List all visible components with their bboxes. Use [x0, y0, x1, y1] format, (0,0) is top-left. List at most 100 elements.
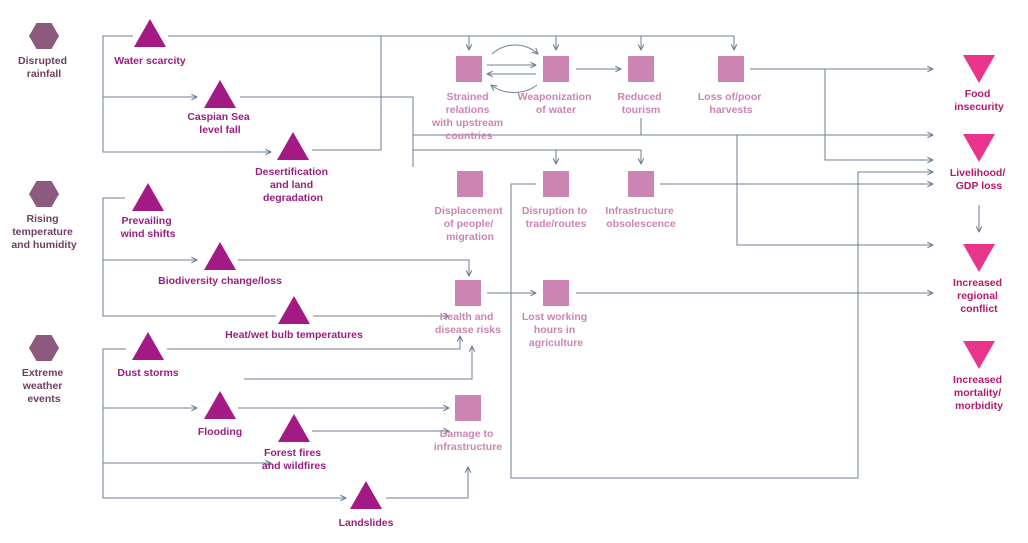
hazard-label-line: and land — [270, 179, 313, 191]
hazard-label-line: Biodiversity change/loss — [158, 275, 282, 287]
hazard-label-line: Flooding — [198, 426, 242, 438]
impact-harvest-loss: Loss of/poor harvests — [698, 56, 761, 116]
hexagon-icon — [29, 181, 59, 207]
square-icon — [543, 171, 569, 197]
driver-label-line: temperature — [12, 226, 73, 238]
triangle-up-icon — [132, 183, 164, 211]
impact-label-line: Weaponization — [518, 91, 592, 103]
hazard-desertification: Desertification and land degradation — [255, 132, 328, 204]
impact-label-line: Disruption to — [522, 205, 587, 217]
impact-chains: Strained relations with upstream countri… — [431, 56, 761, 453]
impact-label: Damage to infrastructure — [434, 428, 502, 453]
impact-label-line: Strained — [447, 91, 489, 103]
impact-label-line: with upstream — [431, 117, 503, 129]
hazard-label-line: Landslides — [339, 517, 394, 529]
impact-label-line: relations — [446, 104, 490, 116]
hazard-label: Caspian Sea level fall — [187, 111, 252, 136]
driver-label: Rising temperature and humidity — [11, 213, 76, 251]
impact-label-line: countries — [445, 130, 492, 142]
connector-line — [168, 35, 734, 50]
connector-line — [386, 467, 468, 499]
driver-label-line: and humidity — [11, 239, 76, 251]
impact-label: Weaponization of water — [518, 91, 595, 116]
impact-label: Lost working hours in agriculture — [522, 311, 590, 349]
outcome-livelihood-gdp: Livelihood/ GDP loss — [950, 134, 1006, 192]
impact-label-line: agriculture — [529, 337, 583, 349]
connector-line — [491, 44, 538, 54]
connector-line — [102, 197, 276, 317]
outcome-label-line: conflict — [960, 303, 998, 315]
impact-label-line: obsolescence — [606, 218, 676, 230]
impact-label-line: of water — [536, 104, 576, 116]
impact-label-line: Damage to — [440, 428, 494, 440]
triangle-up-icon — [350, 481, 382, 509]
hazard-water-scarcity: Water scarcity — [114, 19, 186, 67]
outcome-regional-conflict: Increased regional conflict — [953, 244, 1002, 315]
connector-line — [491, 85, 538, 93]
impact-label-line: hours in — [534, 324, 575, 336]
driver-label-line: rainfall — [27, 68, 62, 80]
outcome-label-line: morbidity — [955, 400, 1003, 412]
square-icon — [543, 280, 569, 306]
triangle-up-icon — [134, 19, 166, 47]
impact-displacement: Displacement of people/ migration — [434, 171, 505, 243]
hazard-label: Dust storms — [117, 367, 178, 379]
square-icon — [457, 171, 483, 197]
triangle-down-icon — [963, 55, 995, 83]
impact-label-line: tourism — [622, 104, 661, 116]
impact-label: Reduced tourism — [617, 91, 664, 116]
square-icon — [455, 395, 481, 421]
impact-strained-relations: Strained relations with upstream countri… — [431, 56, 503, 142]
outcome-food-insecurity: Food insecurity — [954, 55, 1004, 113]
connector-line — [510, 172, 933, 479]
square-icon — [456, 56, 482, 82]
triangle-down-icon — [963, 134, 995, 162]
impact-infrastructure-obsolescence: Infrastructure obsolescence — [605, 171, 676, 230]
connector-line — [824, 69, 933, 160]
impact-label-line: trade/routes — [526, 218, 587, 230]
hazard-label-line: degradation — [263, 192, 323, 204]
outcome-label-line: Increased — [953, 374, 1002, 386]
impact-label: Displacement of people/ migration — [434, 205, 505, 243]
connector-line — [238, 259, 469, 276]
hazard-label: Prevailing wind shifts — [120, 215, 176, 240]
triangle-up-icon — [278, 414, 310, 442]
hazard-prevailing-wind: Prevailing wind shifts — [120, 183, 176, 240]
driver-label: Extreme weather events — [22, 367, 66, 405]
hazard-flooding: Flooding — [198, 391, 242, 438]
hazard-label-line: level fall — [199, 124, 241, 136]
impact-label-line: of people/ — [444, 218, 494, 230]
impact-lost-working-hours: Lost working hours in agriculture — [522, 280, 590, 349]
connector-line — [240, 96, 414, 167]
square-icon — [628, 171, 654, 197]
square-icon — [628, 56, 654, 82]
impact-reduced-tourism: Reduced tourism — [617, 56, 664, 116]
triangle-up-icon — [132, 332, 164, 360]
driver-rising-temperature: Rising temperature and humidity — [11, 181, 77, 251]
hexagon-icon — [29, 23, 59, 49]
hazard-label: Flooding — [198, 426, 242, 438]
outcomes: Food insecurity Livelihood/ GDP loss Inc… — [950, 55, 1006, 412]
impact-label-line: migration — [446, 231, 494, 243]
triangle-down-icon — [963, 244, 995, 272]
impact-trade-disruption: Disruption to trade/routes — [522, 171, 587, 230]
connector-line — [736, 135, 933, 245]
hazard-label-line: Heat/wet bulb temperatures — [225, 329, 363, 341]
outcome-label-line: Livelihood/ — [950, 167, 1006, 179]
impact-label-line: Displacement — [434, 205, 503, 217]
square-icon — [455, 280, 481, 306]
hazard-label: Biodiversity change/loss — [158, 275, 282, 287]
hazard-label-line: wind shifts — [120, 228, 176, 240]
impact-label: Health and disease risks — [435, 311, 501, 336]
outcome-label-line: mortality/ — [954, 387, 1001, 399]
driver-label-line: Rising — [26, 213, 58, 225]
triangle-up-icon — [278, 296, 310, 324]
connector-line — [244, 346, 472, 380]
impact-health-risks: Health and disease risks — [435, 280, 501, 336]
hazard-label-line: Prevailing — [121, 215, 171, 227]
hazard-label-line: Water scarcity — [114, 55, 186, 67]
triangle-up-icon — [277, 132, 309, 160]
triangle-down-icon — [963, 341, 995, 369]
outcome-label: Food insecurity — [954, 88, 1004, 113]
